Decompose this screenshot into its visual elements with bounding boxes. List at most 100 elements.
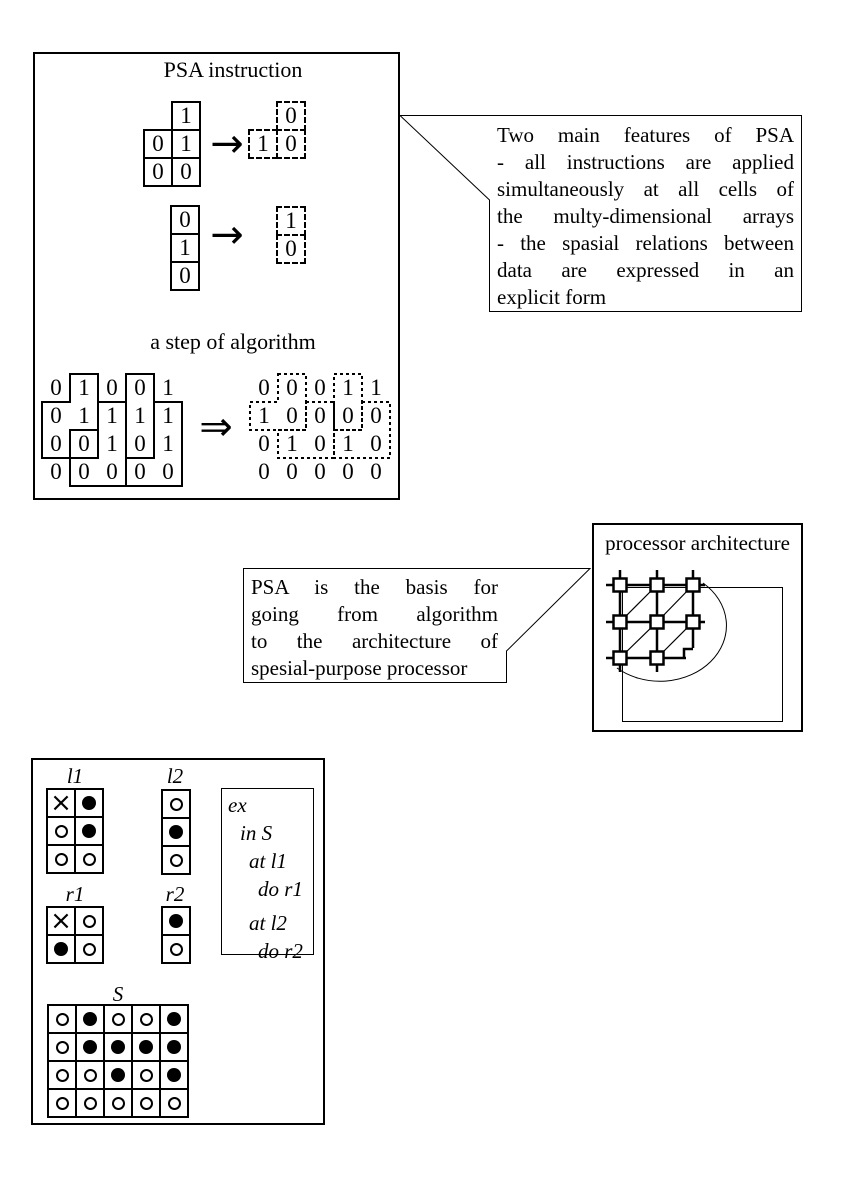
arrow-right-icon: →	[210, 121, 244, 167]
array-cell: 0	[50, 431, 62, 456]
l1-cell	[46, 816, 76, 846]
r1-cell	[46, 934, 76, 964]
array-cell: 0	[258, 375, 270, 400]
array-cell: 1	[342, 431, 354, 456]
psa-title: PSA instruction	[163, 57, 303, 82]
filled-circle-icon	[167, 1040, 181, 1054]
s-cell	[47, 1060, 77, 1090]
array-cell: 0	[342, 403, 354, 428]
array-cell: 1	[162, 375, 174, 400]
array-cell: 0	[134, 431, 146, 456]
open-circle-icon	[82, 942, 96, 956]
open-circle-icon	[55, 1068, 69, 1082]
array-cell: 0	[286, 375, 298, 400]
filled-circle-icon	[167, 1068, 181, 1082]
s-cell	[47, 1088, 77, 1118]
open-circle-icon	[55, 1096, 69, 1110]
instruction-cell: 1	[171, 101, 201, 131]
features-note: Two main features of PSA - all instructi…	[489, 115, 802, 312]
array-cell: 0	[286, 459, 298, 484]
array-cell: 0	[78, 459, 90, 484]
array-cell: 0	[50, 375, 62, 400]
program-line: at l1	[249, 849, 287, 873]
filled-circle-icon	[82, 796, 96, 810]
s-cell	[47, 1004, 77, 1034]
array-cell: 0	[314, 403, 326, 428]
filled-circle-icon	[54, 942, 68, 956]
note-line: going from algorithm	[251, 602, 498, 626]
note-line: Two main features of PSA	[497, 123, 794, 147]
l2-label: l2	[166, 764, 184, 788]
s-cell	[159, 1032, 189, 1062]
filled-circle-icon	[169, 914, 183, 928]
open-circle-icon	[169, 797, 183, 811]
l1-cell: ×	[46, 788, 76, 818]
filled-circle-icon	[111, 1040, 125, 1054]
note-line: - all instructions are applied	[497, 150, 794, 174]
r2-cell	[161, 934, 191, 964]
array-cell: 0	[342, 459, 354, 484]
l2-cell	[161, 817, 191, 847]
array-cell: 1	[134, 403, 146, 428]
filled-circle-icon	[167, 1012, 181, 1026]
processor-architecture-panel	[592, 523, 803, 732]
array-cell: 0	[134, 459, 146, 484]
array-cell: 0	[106, 375, 118, 400]
l1-cell	[74, 816, 104, 846]
open-circle-icon	[54, 852, 68, 866]
note-line: the multy-dimensional arrays	[497, 204, 794, 228]
filled-circle-icon	[111, 1068, 125, 1082]
cross-icon: ×	[50, 788, 72, 818]
r1-cell	[74, 934, 104, 964]
s-cell	[159, 1004, 189, 1034]
array-cell: 1	[162, 403, 174, 428]
s-cell	[131, 1032, 161, 1062]
open-circle-icon	[169, 853, 183, 867]
double-arrow-right-icon: ⇒	[199, 404, 233, 450]
instruction-cell: 0	[170, 261, 200, 291]
array-cell: 0	[314, 459, 326, 484]
l1-label: l1	[66, 764, 84, 788]
note-line: simultaneously at all cells of	[497, 177, 794, 201]
program-line: ex	[228, 793, 247, 817]
note-line: PSA is the basis for	[251, 575, 498, 599]
s-cell	[75, 1088, 105, 1118]
program-line: do r1	[258, 877, 303, 901]
open-circle-icon	[167, 1096, 181, 1110]
instruction-result-cell: 0	[276, 101, 306, 131]
open-circle-icon	[139, 1068, 153, 1082]
s-cell	[159, 1060, 189, 1090]
l1-cell	[46, 844, 76, 874]
filled-circle-icon	[139, 1040, 153, 1054]
example-program-box: ex in S at l1 do r1 at l2 do r2	[221, 788, 314, 963]
s-cell	[103, 1060, 133, 1090]
open-circle-icon	[83, 1068, 97, 1082]
l2-cell	[161, 845, 191, 875]
instruction-result-cell: 0	[276, 129, 306, 159]
array-cell: 1	[286, 431, 298, 456]
r2-cell	[161, 906, 191, 936]
r2-label: r2	[165, 882, 185, 906]
array-cell: 1	[162, 431, 174, 456]
open-circle-icon	[111, 1096, 125, 1110]
example-panel	[31, 758, 325, 1125]
array-cell: 0	[106, 459, 118, 484]
s-cell	[131, 1004, 161, 1034]
open-circle-icon	[139, 1096, 153, 1110]
s-cell	[75, 1004, 105, 1034]
array-cell: 1	[342, 375, 354, 400]
array-cell: 0	[78, 431, 90, 456]
open-circle-icon	[169, 942, 183, 956]
note-line: spesial-purpose processor	[251, 656, 468, 680]
instruction-result-cell: 1	[276, 206, 306, 236]
array-cell: 0	[286, 403, 298, 428]
s-cell	[103, 1032, 133, 1062]
s-cell	[131, 1088, 161, 1118]
instruction-cell: 0	[143, 157, 173, 187]
program-line: at l2	[249, 911, 287, 935]
s-array-label: S	[112, 982, 124, 1006]
open-circle-icon	[82, 852, 96, 866]
open-circle-icon	[139, 1012, 153, 1026]
s-cell	[131, 1060, 161, 1090]
instruction-cell: 1	[170, 233, 200, 263]
